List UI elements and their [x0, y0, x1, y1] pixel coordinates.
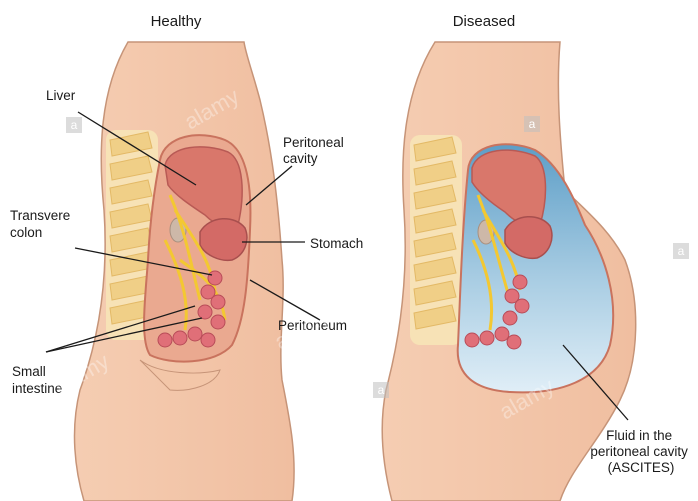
watermark-badge-letter-2: a — [529, 117, 536, 131]
label-fluid-line2: peritoneal cavity — [590, 444, 688, 459]
watermark-badge-letter-4: a — [378, 383, 385, 397]
label-transverse-colon-line1: Transvere — [10, 208, 70, 223]
label-stomach: Stomach — [310, 236, 363, 251]
label-transverse-colon: Transvere colon — [10, 208, 74, 240]
watermark-badge-3: a — [673, 243, 689, 259]
label-fluid-ascites: Fluid in the peritoneal cavity (ASCITES) — [590, 428, 691, 475]
watermark-alamy-5: alamy — [640, 103, 698, 154]
watermark-badge-2: a — [524, 116, 540, 132]
watermark-badge-letter: a — [71, 118, 78, 132]
label-peritoneal-cavity-line2: cavity — [283, 151, 318, 166]
label-small-intestine-line1: Small — [12, 364, 46, 379]
label-liver: Liver — [46, 88, 76, 103]
diseased-figure — [382, 42, 635, 501]
label-transverse-colon-line2: colon — [10, 225, 42, 240]
healthy-stomach — [200, 219, 247, 261]
label-fluid-line1: Fluid in the — [606, 428, 672, 443]
title-healthy: Healthy — [151, 13, 202, 30]
watermark-badge-letter-3: a — [678, 244, 685, 258]
diseased-spine — [410, 135, 462, 345]
label-peritoneal-cavity-line1: Peritoneal — [283, 135, 344, 150]
title-diseased: Diseased — [453, 13, 516, 30]
watermark-badge: a — [66, 117, 82, 133]
watermark-badge-4: a — [373, 382, 389, 398]
label-fluid-line3: (ASCITES) — [608, 460, 675, 475]
diseased-stomach — [505, 217, 552, 259]
label-peritoneal-cavity: Peritoneal cavity — [283, 135, 348, 166]
